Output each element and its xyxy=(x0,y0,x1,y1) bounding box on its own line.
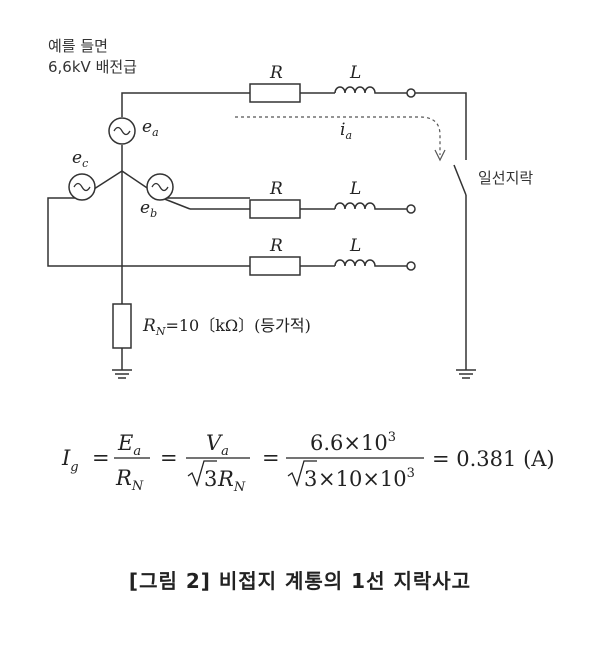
inductor-b xyxy=(334,202,378,210)
label-l-c: L xyxy=(349,236,361,256)
formula-rn-2: RN xyxy=(217,467,246,495)
wire-a-to-switch xyxy=(415,92,467,160)
label-fault: 일선지락 xyxy=(478,169,533,187)
label-ia: ia xyxy=(340,120,352,142)
label-l-b: L xyxy=(349,179,361,199)
formula-sqrt3-1: 3 xyxy=(204,467,217,491)
inductor-c xyxy=(334,259,378,267)
label-eb: eb xyxy=(140,198,157,220)
terminal-a xyxy=(406,88,416,98)
formula-eq-2: = xyxy=(160,446,178,470)
current-arrow-ia xyxy=(235,116,441,155)
circuit-diagram: R L R L R L ea ec eb ia RN=10〔kΩ〕(등가적) 일… xyxy=(47,63,533,379)
wire-phase-a xyxy=(121,92,250,117)
formula-va: Va xyxy=(206,431,229,459)
formula-ig: Ig xyxy=(61,446,79,475)
note-line-1: 예를 들면 xyxy=(48,37,108,55)
resistor-b xyxy=(249,199,301,219)
formula-num3: 6.6×103 xyxy=(310,430,396,455)
formula-result: = 0.381 (A) xyxy=(432,447,555,471)
formula-rn-1: RN xyxy=(115,466,144,494)
formula: Ig = Ea RN = Va 3 RN = 6.6×103 3 ×10×103… xyxy=(61,430,555,495)
label-l-a: L xyxy=(349,63,361,83)
inductor-a xyxy=(334,86,378,94)
label-r-a: R xyxy=(269,63,283,83)
label-rn: RN=10〔kΩ〕(등가적) xyxy=(142,316,311,338)
formula-eq-1: = xyxy=(92,446,110,470)
formula-den3: ×10×103 xyxy=(318,466,415,491)
note-line-2: 6,6kV 배전급 xyxy=(48,58,137,76)
label-r-c: R xyxy=(269,236,283,256)
figure-caption: [그림 2] 비접지 계통의 1선 지락사고 xyxy=(128,569,472,593)
fault-switch xyxy=(453,164,467,196)
label-ea: ea xyxy=(142,117,159,139)
terminal-b xyxy=(406,204,416,214)
formula-ea: Ea xyxy=(117,431,141,459)
formula-eq-3: = xyxy=(262,446,280,470)
resistor-c xyxy=(249,256,301,276)
resistor-a xyxy=(249,83,301,103)
resistor-neutral xyxy=(112,303,132,349)
label-ec: ec xyxy=(72,148,88,170)
terminal-c xyxy=(406,261,416,271)
wire-phase-b xyxy=(121,170,250,199)
formula-sqrt3-2: 3 xyxy=(304,467,317,491)
label-r-b: R xyxy=(269,179,283,199)
